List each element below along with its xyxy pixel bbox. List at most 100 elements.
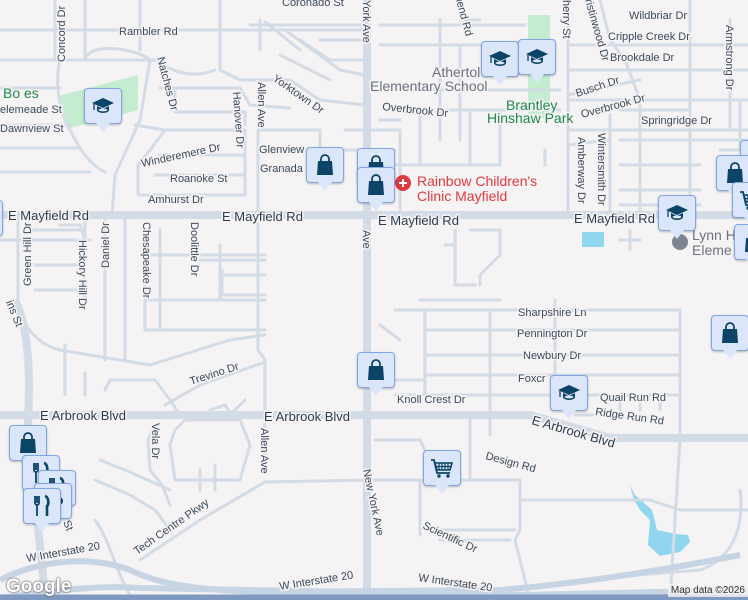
shopping-marker[interactable] — [734, 224, 748, 268]
street-label: Hickory Hill Dr — [76, 240, 88, 310]
shopping-bag-icon — [16, 431, 40, 455]
street-label: elemeade St — [0, 104, 62, 116]
street-label: Yorktown Dr — [270, 73, 326, 117]
google-logo: Google — [6, 576, 72, 597]
street-label: Foxcr — [518, 373, 546, 385]
graduation-cap-icon — [665, 201, 689, 225]
street-label: E Mayfield Rd — [8, 208, 89, 223]
street-label: Knoll Crest Dr — [397, 394, 466, 406]
graduation-cap-icon — [557, 381, 581, 405]
shopping-bag-icon — [718, 321, 742, 345]
street-label: Cripple Creek Dr — [608, 31, 690, 43]
park-label-brantley: Brantley — [506, 97, 557, 113]
street-label: E Mayfield Rd — [378, 213, 459, 228]
street-label: Wintersmith Dr — [595, 133, 607, 206]
road-e-arbrook — [0, 411, 748, 442]
street-label: Scientific Dr — [421, 520, 480, 556]
street-label: Brookdale Dr — [610, 52, 675, 64]
street-label: Chesapeake Dr — [140, 222, 152, 299]
school-label-lynn: Lynn H — [692, 227, 736, 243]
shopping-cart-icon — [430, 456, 454, 480]
school-marker[interactable] — [550, 375, 588, 419]
map-attribution[interactable]: Map data ©2026 — [667, 584, 748, 597]
street-label: ins St — [3, 299, 24, 329]
school-marker[interactable] — [518, 39, 556, 83]
street-label: Pennington Dr — [517, 328, 588, 340]
street-label: Granada — [260, 163, 304, 175]
graduation-cap-icon — [525, 45, 549, 69]
shopping-bag-icon — [364, 358, 388, 382]
street-label: Dawnview St — [0, 123, 64, 135]
street-label: Quail Run Rd — [600, 392, 666, 404]
school-marker[interactable] — [84, 88, 122, 132]
street-label: York Ave — [360, 0, 372, 43]
street-label: Springridge Dr — [641, 115, 712, 127]
park-label-bowles: Bo es — [3, 85, 39, 101]
clinic-label-rainbow[interactable]: Rainbow Children's — [416, 172, 539, 191]
shopping-bag-icon — [741, 230, 748, 254]
street-label: Doolittle Dr — [188, 222, 200, 277]
street-label: Daniel Dr — [100, 222, 112, 268]
street-label: Ridge Run Rd — [595, 406, 665, 427]
shopping-bag-icon — [313, 153, 337, 177]
street-label: Allen Ave — [258, 428, 270, 474]
street-label: E Arbrook Blvd — [40, 408, 126, 423]
school-marker[interactable] — [658, 195, 696, 239]
interstate-20 — [0, 552, 748, 600]
street-label: Ave — [360, 230, 372, 249]
school-label-atherton: Elementary School — [370, 78, 488, 94]
street-label: Trevino Dr — [188, 361, 240, 388]
school-marker[interactable] — [481, 41, 519, 85]
graduation-cap-icon — [91, 94, 115, 118]
street-label: E Mayfield Rd — [574, 211, 655, 226]
street-label: Allen Ave — [255, 82, 267, 128]
school-label-lynn: Eleme — [692, 242, 732, 258]
street-label: St — [60, 519, 75, 533]
park-label-brantley: Hinshaw Park — [487, 110, 574, 126]
street-label: Rambler Rd — [119, 26, 178, 38]
shopping-bag-icon — [364, 173, 388, 197]
shopping-marker[interactable] — [0, 200, 3, 236]
place-labels: Bo es Athertol Elementary School Brantle… — [2, 63, 738, 260]
street-label: Amberway Dr — [575, 137, 587, 204]
shopping-marker[interactable] — [357, 352, 395, 396]
street-label: Hanover Dr — [230, 91, 246, 148]
street-label: Sharpshire Ln — [518, 307, 587, 319]
shopping-marker[interactable] — [357, 167, 395, 211]
street-label: Armstrong Dr — [723, 25, 735, 91]
street-label: Design Rd — [484, 450, 537, 475]
street-label: E Arbrook Blvd — [264, 409, 350, 424]
street-label: Overbrook Dr — [580, 92, 647, 121]
grocery-marker[interactable] — [732, 182, 748, 226]
street-label: Natches Dr — [154, 56, 180, 113]
street-label: Glenview — [259, 144, 304, 156]
shopping-marker[interactable] — [306, 147, 344, 191]
street-label: E Mayfield Rd — [222, 209, 303, 224]
shopping-cart-icon — [739, 188, 748, 212]
street-label: Amhurst Dr — [148, 194, 204, 206]
school-label-atherton: Athertol — [432, 64, 480, 80]
street-label: Tech Centre Pkwy — [132, 496, 212, 557]
clinic-label-rainbow[interactable]: Clinic Mayfield — [416, 187, 509, 206]
road-cooper-st — [11, 298, 49, 600]
grocery-marker[interactable] — [423, 450, 461, 494]
street-label: Busch Dr — [574, 74, 621, 99]
street-label: Newbury Dr — [523, 350, 581, 362]
street-label: Coronado St — [282, 0, 344, 9]
shopping-marker[interactable] — [711, 315, 748, 359]
water-pond — [582, 232, 604, 247]
fork-knife-icon — [30, 494, 54, 518]
street-label: Vela Dr — [149, 423, 161, 459]
graduation-cap-icon — [488, 47, 512, 71]
street-label: Green Hill Dr — [22, 222, 34, 286]
water-lake — [630, 485, 690, 556]
street-label: Wildbriar Dr — [629, 10, 687, 22]
street-label: Concord Dr — [56, 5, 68, 62]
restaurant-marker[interactable] — [23, 488, 61, 532]
street-label: herry St — [560, 0, 572, 39]
street-label: Roanoke St — [170, 173, 227, 185]
street-label: lend Rd — [453, 0, 474, 37]
